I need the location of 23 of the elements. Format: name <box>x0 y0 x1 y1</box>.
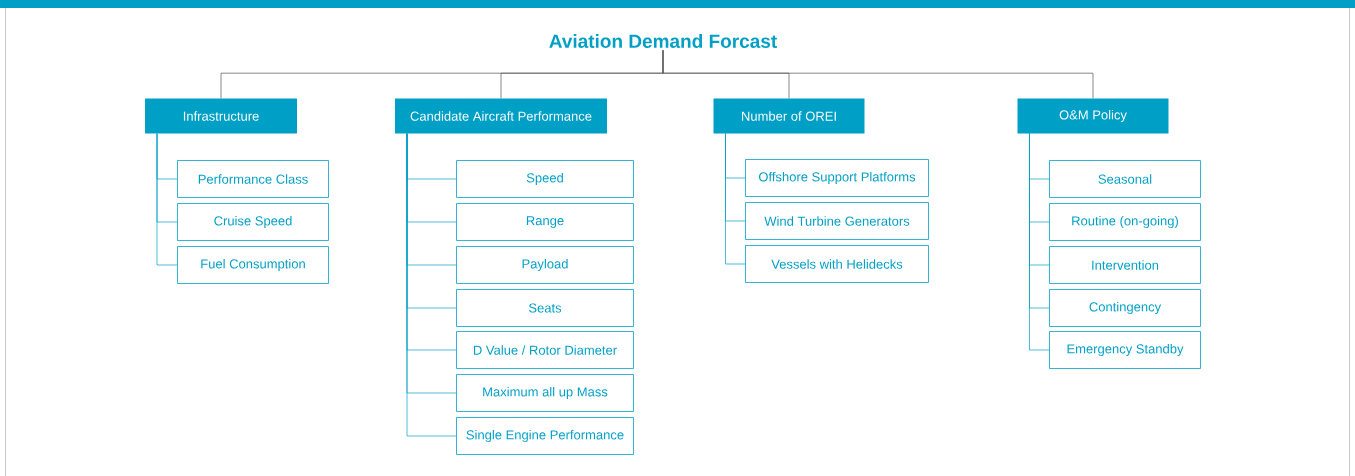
item-box: D Value / Rotor Diameter <box>456 331 634 369</box>
item-box: Cruise Speed <box>177 203 329 241</box>
item-box: Intervention <box>1049 246 1201 284</box>
item-box: Fuel Consumption <box>177 246 329 284</box>
item-box: Seasonal <box>1049 160 1201 198</box>
item-box: Speed <box>456 160 634 198</box>
item-box: Routine (on-going) <box>1049 203 1201 241</box>
item-box: Single Engine Performance <box>456 417 634 455</box>
item-box: Maximum all up Mass <box>456 374 634 412</box>
title: Aviation Demand Forcast <box>549 34 777 48</box>
item-box: Performance Class <box>177 160 329 198</box>
item-box: Payload <box>456 246 634 284</box>
category-box: O&M Policy <box>1017 98 1169 134</box>
item-box: Offshore Support Platforms <box>745 159 929 197</box>
category-box: Candidate Aircraft Performance <box>395 98 607 134</box>
item-box: Emergency Standby <box>1049 331 1201 369</box>
category-box: Infrastructure <box>145 98 297 134</box>
item-box: Wind Turbine Generators <box>745 202 929 240</box>
item-box: Range <box>456 203 634 241</box>
category-box: Number of OREI <box>713 98 865 134</box>
item-box: Vessels with Helidecks <box>745 245 929 283</box>
item-box: Contingency <box>1049 289 1201 327</box>
item-box: Seats <box>456 289 634 327</box>
